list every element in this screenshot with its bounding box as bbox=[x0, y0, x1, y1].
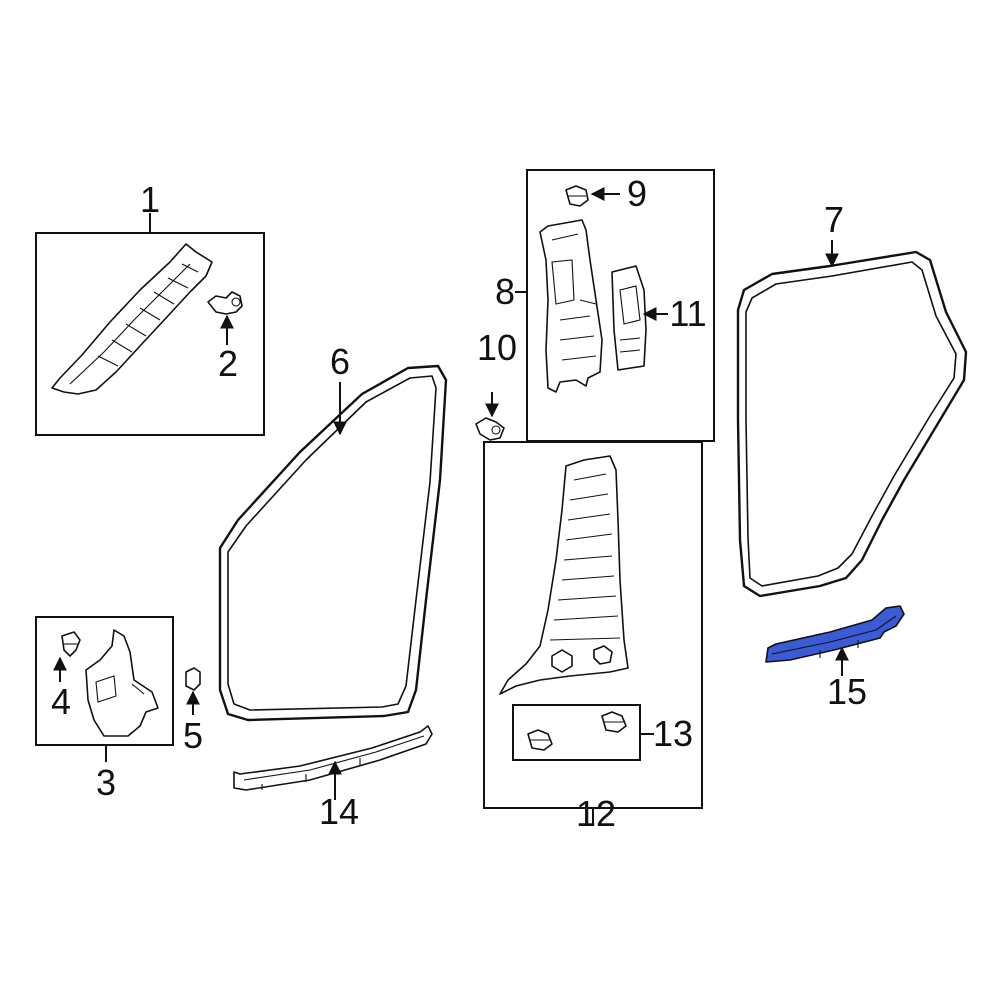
group-1-a-pillar-trim[interactable]: 1 2 bbox=[35, 179, 265, 436]
front-scuff-plate[interactable]: 14 bbox=[233, 725, 433, 832]
pillar-upper-ribs bbox=[551, 233, 597, 361]
callout-15: 15 bbox=[827, 671, 867, 712]
scuff-plate-15-edge bbox=[771, 615, 897, 655]
callout-11: 11 bbox=[669, 293, 706, 334]
clip-5[interactable] bbox=[185, 667, 201, 691]
pillar-lower-boss-1 bbox=[551, 649, 573, 673]
pillar-upper-garnish[interactable] bbox=[539, 219, 603, 393]
callout-4: 4 bbox=[51, 681, 71, 722]
callout-6: 6 bbox=[330, 341, 350, 382]
callout-8: 8 bbox=[495, 271, 515, 312]
front-weatherstrip-outer[interactable] bbox=[218, 364, 448, 722]
group-12-center-pillar-lower[interactable]: 12 13 bbox=[483, 441, 703, 834]
front-door-weatherstrip[interactable]: 6 bbox=[218, 341, 448, 722]
clip-10-hole bbox=[491, 425, 501, 435]
a-pillar-ribs bbox=[97, 263, 199, 367]
callout-13: 13 bbox=[653, 713, 693, 754]
clip-2-hole bbox=[231, 297, 241, 307]
scuff-plate-14[interactable] bbox=[233, 725, 433, 791]
callout-7: 7 bbox=[824, 199, 844, 240]
scuff-plate-14-tabs bbox=[261, 758, 361, 790]
scuff-plate-14-edge bbox=[243, 735, 425, 781]
clip-2[interactable] bbox=[207, 291, 243, 315]
cowl-side-panel[interactable] bbox=[85, 629, 159, 737]
rear-scuff-plate[interactable]: 15 bbox=[765, 605, 905, 712]
callout-10: 10 bbox=[477, 327, 517, 368]
pillar-inner-panel-11[interactable] bbox=[611, 265, 647, 371]
a-pillar-edge bbox=[69, 263, 191, 385]
front-weatherstrip-inner bbox=[227, 375, 437, 711]
rear-door-weatherstrip[interactable]: 7 bbox=[736, 199, 968, 598]
pillar-lower-ribs bbox=[549, 473, 621, 641]
callout-9: 9 bbox=[627, 173, 647, 214]
rear-weatherstrip-inner bbox=[745, 261, 957, 587]
callout-5: 5 bbox=[183, 715, 203, 756]
scuff-plate-15-tabs bbox=[819, 640, 859, 658]
callout-12: 12 bbox=[576, 793, 616, 834]
callout-1: 1 bbox=[140, 179, 160, 220]
callout-3: 3 bbox=[96, 762, 116, 803]
cowl-side-detail bbox=[95, 675, 145, 703]
pillar-lower-boss-2 bbox=[593, 645, 613, 665]
callout-14: 14 bbox=[319, 791, 359, 832]
scuff-plate-15[interactable] bbox=[765, 605, 905, 663]
rear-weatherstrip-outer[interactable] bbox=[736, 250, 968, 598]
panel-11-detail bbox=[619, 285, 641, 353]
clip-10-group[interactable]: 10 bbox=[475, 327, 517, 441]
group-3-cowl-side-trim[interactable]: 3 4 5 bbox=[35, 616, 203, 803]
callout-2: 2 bbox=[218, 343, 238, 384]
group-8-center-pillar-upper[interactable]: 8 9 11 bbox=[495, 169, 715, 442]
clip-10[interactable] bbox=[475, 417, 505, 441]
